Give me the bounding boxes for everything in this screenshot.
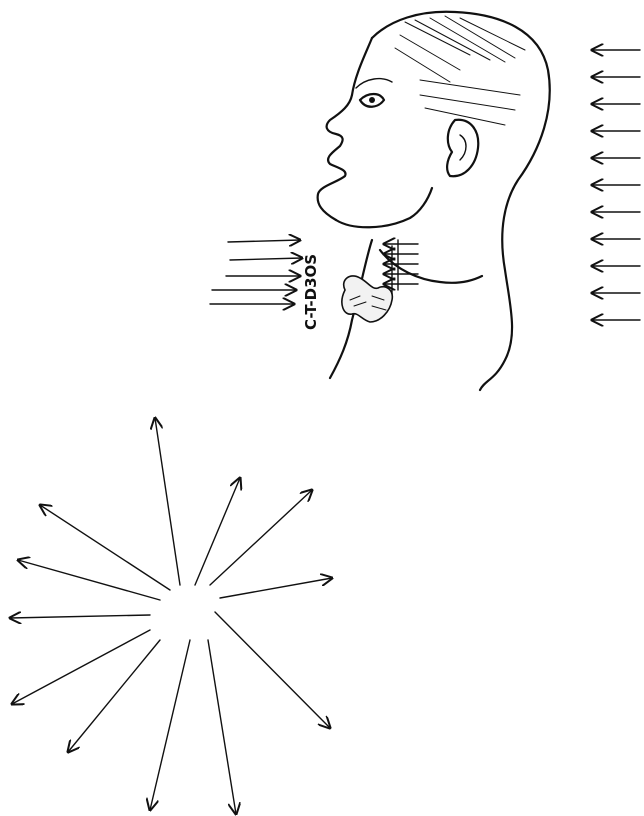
head-profile-drawing — [318, 12, 550, 390]
burst-arrow — [220, 578, 332, 598]
burst-arrow — [18, 560, 160, 600]
burst-arrow — [10, 615, 150, 618]
right-incoming-arrows — [592, 50, 640, 320]
burst-arrow — [215, 612, 330, 728]
radiating-burst-arrows — [10, 418, 332, 814]
sketch-label: C-T-D3OS — [302, 254, 320, 330]
burst-arrow — [195, 478, 240, 585]
burst-arrow — [155, 418, 180, 585]
neck-right-arrows — [384, 244, 418, 284]
burst-arrow — [12, 630, 150, 704]
neck-arrow-right — [230, 258, 302, 260]
burst-arrow — [208, 640, 236, 814]
neck-arrow-right — [228, 240, 300, 242]
burst-arrow — [40, 505, 170, 590]
neck-left-arrows — [210, 240, 302, 304]
burst-arrow — [68, 640, 160, 752]
burst-arrow — [150, 640, 190, 810]
burst-arrow — [210, 490, 312, 585]
